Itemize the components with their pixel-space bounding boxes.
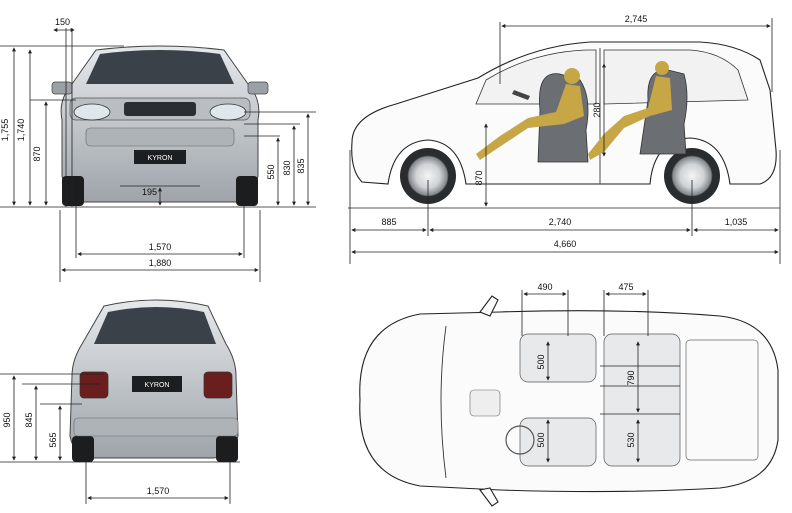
rear-height-565-label: 565 xyxy=(48,432,58,447)
rear-track-label: 1,570 xyxy=(147,486,170,496)
front-height-550-label: 550 xyxy=(266,164,276,179)
front-offset-label: 150 xyxy=(55,17,70,27)
front-car-illustration: KYRON xyxy=(51,45,269,206)
front-overall-width-label: 1,880 xyxy=(149,258,172,268)
front-height-mid-label: 870 xyxy=(32,146,42,161)
top-rear-depth-upper-label: 790 xyxy=(626,370,636,385)
front-height-roof-label: 1,740 xyxy=(16,119,26,142)
front-height-830-label: 830 xyxy=(282,160,292,175)
front-track-label: 1,570 xyxy=(149,242,172,252)
top-car-illustration xyxy=(359,295,779,507)
side-hip-height-label: 870 xyxy=(474,170,484,185)
top-front-depth-lower-label: 500 xyxy=(536,432,546,447)
side-seat-height-label: 280 xyxy=(592,102,602,117)
side-car-illustration xyxy=(351,41,777,204)
rear-height-950-label: 950 xyxy=(2,412,12,427)
front-badge-label: KYRON xyxy=(148,155,173,162)
top-seat2-width-label: 475 xyxy=(618,282,633,292)
rear-badge-label: KYRON xyxy=(145,382,170,389)
top-rear-depth-lower-label: 530 xyxy=(626,432,636,447)
side-wheelbase-label: 2,740 xyxy=(549,217,572,227)
rear-car-illustration: KYRON xyxy=(69,299,239,462)
side-overall-length-label: 4,660 xyxy=(554,239,577,249)
front-height-835-label: 835 xyxy=(296,158,306,173)
rear-view: KYRON 950 845 565 1,570 xyxy=(0,299,240,504)
top-front-depth-upper-label: 500 xyxy=(536,354,546,369)
front-clearance-label: 195 xyxy=(142,187,157,197)
top-seat1-width-label: 490 xyxy=(537,282,552,292)
side-view: 2,745 280 870 885 2,740 1,035 4,660 xyxy=(348,14,781,264)
side-rear-overhang-label: 1,035 xyxy=(725,217,748,227)
side-roof-length-label: 2,745 xyxy=(625,14,648,24)
side-front-overhang-label: 885 xyxy=(381,217,396,227)
top-view: 490 475 500 500 790 530 xyxy=(359,282,779,507)
front-view: KYRON 150 1,755 1,740 870 195 550 xyxy=(0,17,316,282)
rear-height-845-label: 845 xyxy=(24,412,34,427)
front-height-total-label: 1,755 xyxy=(0,119,10,142)
